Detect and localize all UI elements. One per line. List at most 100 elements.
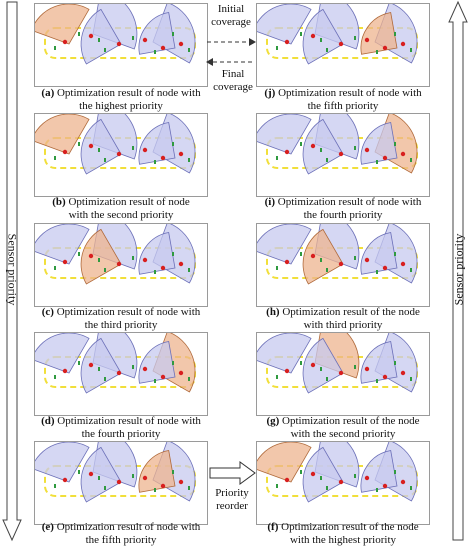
target-point (188, 377, 190, 381)
sensor-node (160, 155, 166, 161)
sensor-node (178, 41, 184, 47)
sensor-sector (257, 114, 312, 155)
target-point (78, 470, 80, 474)
sensor-sector (35, 224, 90, 265)
coverage-sketch-c (35, 224, 196, 285)
target-point (154, 160, 156, 164)
target-point (54, 375, 56, 379)
target-point (300, 32, 302, 36)
sensor-node (338, 41, 344, 47)
target-point (410, 158, 412, 162)
caption-g-line1: Optimization result of the node (282, 415, 420, 427)
target-point (188, 486, 190, 490)
target-point (132, 365, 134, 369)
caption-j: (j) Optimization result of node with the… (254, 87, 432, 112)
optimized-sensor-sector (360, 12, 398, 55)
sensor-node (400, 370, 406, 376)
sensor-node (178, 261, 184, 267)
sensor-node (284, 39, 290, 45)
sensor-node (160, 374, 166, 380)
sensor-node (62, 39, 68, 45)
sensor-node (142, 475, 148, 481)
coverage-sketch-f (257, 442, 418, 503)
caption-a: (a) Optimization result of node with the… (32, 87, 210, 112)
target-point (276, 46, 278, 50)
target-point (320, 38, 322, 42)
sensor-node (62, 368, 68, 374)
coverage-sketch-j (257, 4, 418, 65)
target-point (172, 142, 174, 146)
target-point (394, 252, 396, 256)
sensor-node (400, 261, 406, 267)
panel-c (34, 223, 208, 307)
target-point (300, 361, 302, 365)
target-point (354, 146, 356, 150)
sensor-node (142, 257, 148, 263)
caption-h-line1: Optimization result of the node (282, 306, 420, 318)
sensor-sector (138, 232, 176, 275)
target-point (98, 367, 100, 371)
sensor-node (310, 471, 316, 477)
target-point (78, 252, 80, 256)
caption-c-letter: (c) (41, 306, 54, 318)
target-point (54, 46, 56, 50)
caption-f-line2: with the highest priority (289, 533, 396, 546)
sensor-node (88, 253, 94, 259)
left-axis-label: Sensor priority (5, 233, 20, 306)
target-point (320, 148, 322, 152)
target-point (54, 484, 56, 488)
sensor-node (160, 483, 166, 489)
target-point (188, 268, 190, 272)
caption-f-line1: Optimization result of the node (281, 521, 419, 533)
sensor-node (160, 45, 166, 51)
sensor-node (284, 477, 290, 483)
target-point (188, 158, 190, 162)
sensor-node (364, 475, 370, 481)
initial-coverage-arrow (207, 38, 256, 46)
sensor-sector (302, 446, 344, 503)
coverage-sketch-b (35, 114, 196, 175)
sensor-node (310, 362, 316, 368)
sensor-sector (302, 118, 344, 175)
target-point (172, 361, 174, 365)
target-point (320, 258, 322, 262)
sensor-node (142, 37, 148, 43)
sensor-sector (138, 122, 176, 165)
sensor-sector (302, 8, 344, 65)
coverage-sketch-a (35, 4, 196, 65)
sensor-node (62, 259, 68, 265)
caption-i-line1: Optimization result of node with (277, 196, 422, 208)
optimized-sensor-sector (35, 114, 90, 155)
target-point (276, 156, 278, 160)
sensor-sector (302, 337, 344, 394)
sensor-sector (257, 224, 312, 265)
sensor-node (284, 259, 290, 265)
final-coverage-arrow (206, 58, 255, 66)
sensor-sector (35, 333, 90, 374)
caption-b-letter: (b) (52, 196, 66, 208)
sensor-node (142, 147, 148, 153)
caption-f-letter: (f) (267, 521, 279, 533)
target-point (154, 50, 156, 54)
target-point (132, 256, 134, 260)
target-point (132, 146, 134, 150)
target-point (410, 48, 412, 52)
target-point (98, 258, 100, 262)
sensor-node (364, 366, 370, 372)
optimized-sensor-sector (302, 228, 344, 285)
sensor-sector (360, 122, 398, 165)
caption-b-line1: Optimization result of node (68, 196, 190, 208)
sensor-node (116, 370, 122, 376)
caption-d: (d) Optimization result of node with the… (32, 415, 210, 440)
caption-e-line2: the fifth priority (85, 533, 157, 546)
sensor-node (116, 151, 122, 157)
caption-c-line1: Optimization result of node with (56, 306, 201, 318)
sensor-node (310, 143, 316, 149)
sensor-sector (360, 232, 398, 275)
caption-h-letter: (h) (266, 306, 280, 318)
sensor-node (116, 41, 122, 47)
target-point (188, 48, 190, 52)
target-point (394, 361, 396, 365)
target-point (376, 160, 378, 164)
sensor-node (62, 477, 68, 483)
